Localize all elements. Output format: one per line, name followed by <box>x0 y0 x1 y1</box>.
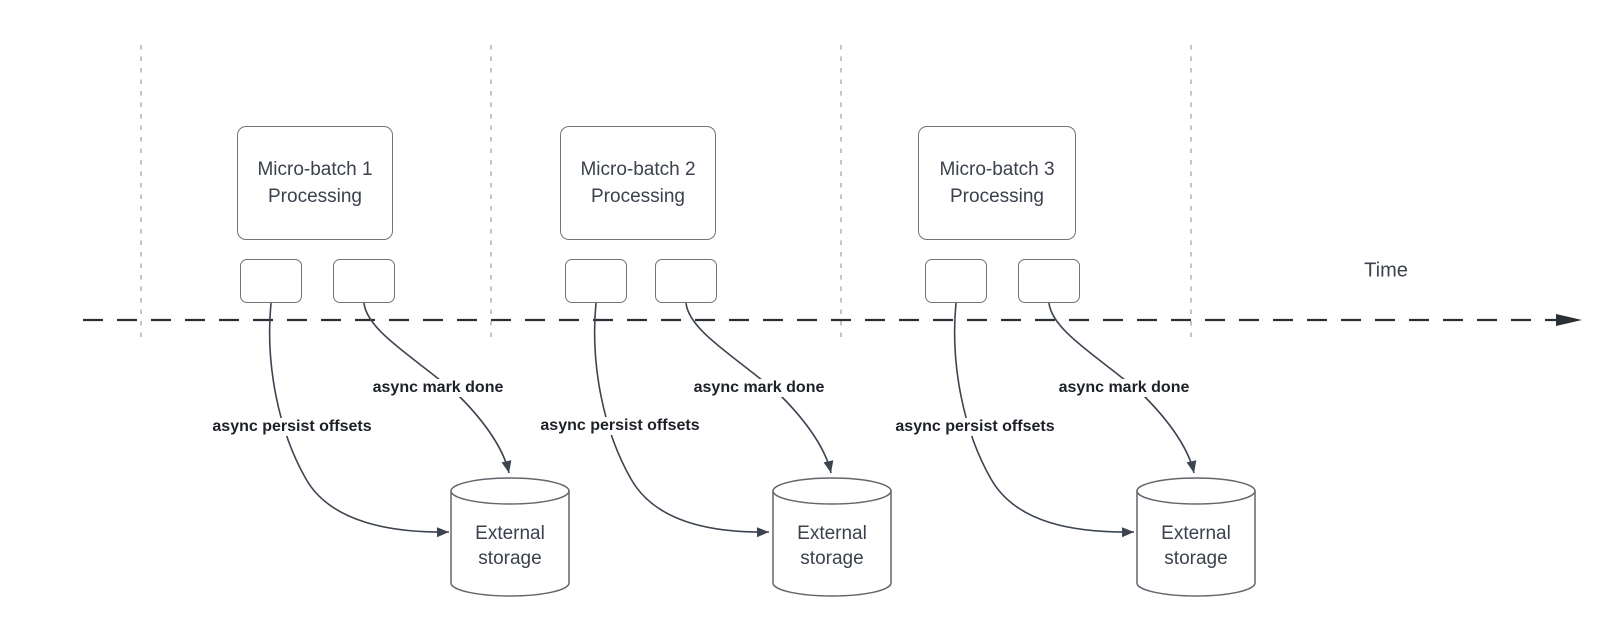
persist-offsets-label: async persist offsets <box>537 417 703 435</box>
persist-offsets-task-box <box>240 259 302 303</box>
persist-offsets-arrow <box>953 302 1135 538</box>
external-storage-cylinder <box>772 477 892 597</box>
external-storage-label: External storage <box>797 523 867 569</box>
external-storage-cylinder <box>450 477 570 597</box>
external-storage-cylinder <box>1136 477 1256 597</box>
persist-offsets-label: async persist offsets <box>209 418 375 436</box>
persist-offsets-task-box <box>925 259 987 303</box>
micro-batch-title: Micro-batch 2 <box>580 159 696 180</box>
mark-done-label: async mark done <box>690 379 828 397</box>
persist-offsets-arrow <box>268 302 450 538</box>
mark-done-label: async mark done <box>369 379 507 397</box>
mark-done-label: async mark done <box>1055 379 1193 397</box>
mark-done-task-box <box>333 259 395 303</box>
micro-batch-subtitle: Processing <box>591 186 685 207</box>
micro-batch-subtitle: Processing <box>268 186 362 207</box>
persist-offsets-task-box <box>565 259 627 303</box>
persist-offsets-label: async persist offsets <box>892 418 1058 436</box>
micro-batch-processing-box: Micro-batch 1 Processing <box>237 126 393 240</box>
micro-batch-processing-box: Micro-batch 3 Processing <box>918 126 1076 240</box>
mark-done-task-box <box>655 259 717 303</box>
mark-done-task-box <box>1018 259 1080 303</box>
micro-batch-title: Micro-batch 1 <box>257 159 373 180</box>
timeline-arrowhead-icon <box>1556 314 1582 326</box>
micro-batch-subtitle: Processing <box>950 186 1044 207</box>
micro-batch-processing-box: Micro-batch 2 Processing <box>560 126 716 240</box>
external-storage-label: External storage <box>1161 523 1231 569</box>
timeline-label: Time <box>1364 259 1408 282</box>
persist-offsets-arrow <box>593 302 770 538</box>
micro-batch-title: Micro-batch 3 <box>939 159 1055 180</box>
external-storage-label: External storage <box>475 523 545 569</box>
